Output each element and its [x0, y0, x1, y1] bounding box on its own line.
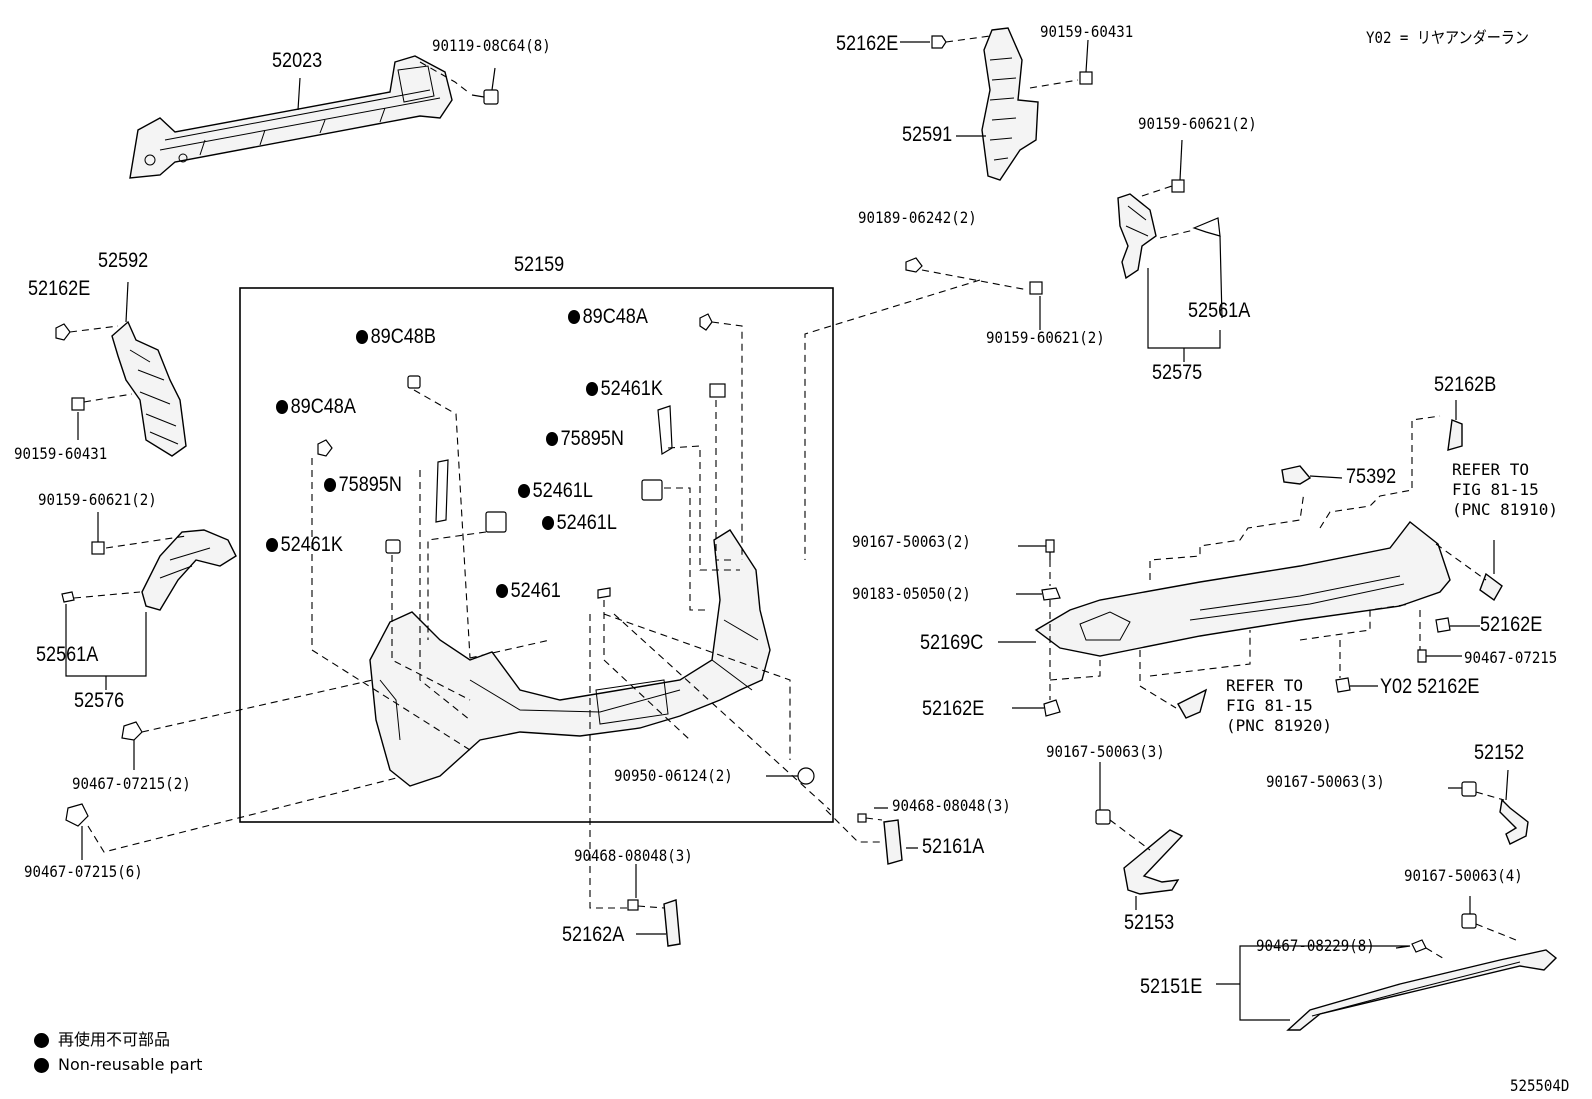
legend-dot-2 — [34, 1058, 49, 1073]
legend-dot-1 — [34, 1033, 49, 1048]
label-52023: 52023 — [272, 49, 323, 72]
label-90159-60621-top-right: 90159-60621(2) — [1138, 114, 1257, 133]
label-52561A-right: 52561A — [1188, 299, 1251, 322]
label-75392: 75392 — [1346, 465, 1397, 488]
label-90119-08C64: 90119-08C64(8) — [432, 36, 551, 55]
legend-non-reusable-jp: 再使用不可部品 — [58, 1030, 171, 1049]
label-90159-60621-left: 90159-60621(2) — [38, 490, 157, 509]
label-90950-06124: 90950-06124(2) — [614, 766, 733, 785]
label-52153: 52153 — [1124, 911, 1175, 934]
bracket-52575 — [1117, 193, 1157, 280]
label-52162E-top: 52162E — [836, 32, 899, 55]
label-52561A-left: 52561A — [36, 643, 99, 666]
label-52461K-left: 52461K — [266, 534, 343, 555]
legend-non-reusable-en: Non-reusable part — [58, 1055, 203, 1074]
label-89C48A-top: 89C48A — [568, 306, 648, 327]
label-52169C: 52169C — [920, 631, 984, 654]
label-90167-50063-3a: 90167-50063(3) — [1046, 742, 1165, 761]
label-90167-50063-4: 90167-50063(4) — [1404, 866, 1523, 885]
label-75895N-left: 75895N — [324, 474, 402, 495]
label-90183-05050: 90183-05050(2) — [852, 584, 971, 603]
label-52162E-right-1: 52162E — [1480, 613, 1543, 636]
bracket-52576 — [141, 529, 237, 611]
rear-bumper-cover — [369, 529, 771, 787]
label-52151E: 52151E — [1140, 975, 1203, 998]
label-52162A: 52162A — [562, 923, 625, 946]
label-90189-06242: 90189-06242(2) — [858, 208, 977, 227]
bracket-52591 — [981, 27, 1039, 181]
refer-to-81920: REFER TO FIG 81-15 (PNC 81920) — [1226, 676, 1332, 735]
label-52161A: 52161A — [922, 835, 985, 858]
label-52159: 52159 — [514, 253, 565, 276]
label-90159-60431-left: 90159-60431 — [14, 444, 108, 463]
rear-under-run-52169C — [1034, 521, 1451, 657]
label-52461L-right: 52461L — [518, 480, 593, 501]
label-89C48A-left: 89C48A — [276, 396, 356, 417]
figure-id: 525504D — [1510, 1076, 1570, 1095]
label-90167-50063-3b: 90167-50063(3) — [1266, 772, 1385, 791]
rear-bumper-reinforcement — [129, 55, 453, 179]
label-52461K-top: 52461K — [586, 378, 663, 399]
bolt-90119 — [471, 89, 499, 105]
label-52461L-middle: 52461L — [542, 512, 617, 533]
label-Y02-52162E: Y02 52162E — [1380, 675, 1480, 698]
label-90468-08048-bottom: 90468-08048(3) — [574, 846, 693, 865]
label-52461: 52461 — [496, 580, 561, 601]
code-legend: Y02 = リヤアンダーラン — [1366, 28, 1529, 47]
label-52162E-left: 52162E — [28, 277, 91, 300]
label-90167-50063-2: 90167-50063(2) — [852, 532, 971, 551]
label-52576: 52576 — [74, 689, 125, 712]
label-90159-60431-top: 90159-60431 — [1040, 22, 1134, 41]
refer-to-81910: REFER TO FIG 81-15 (PNC 81910) — [1452, 460, 1558, 519]
bracket-52592 — [111, 320, 187, 457]
label-90467-07215-6: 90467-07215(6) — [24, 862, 143, 881]
label-52591: 52591 — [902, 123, 953, 146]
label-52162B: 52162B — [1434, 373, 1497, 396]
label-90159-60621-middle: 90159-60621(2) — [986, 328, 1105, 347]
label-90467-07215-2: 90467-07215(2) — [72, 774, 191, 793]
label-89C48B: 89C48B — [356, 326, 436, 347]
bumper-cover-group-box — [239, 287, 834, 823]
label-90467-08229: 90467-08229(8) — [1256, 936, 1375, 955]
label-52592: 52592 — [98, 249, 149, 272]
label-90468-08048-right: 90468-08048(3) — [892, 796, 1011, 815]
label-52152: 52152 — [1474, 741, 1525, 764]
label-90467-07215-right: 90467-07215 — [1464, 648, 1558, 667]
label-52162E-bottom-left: 52162E — [922, 697, 985, 720]
label-75895N-right: 75895N — [546, 428, 624, 449]
label-52575: 52575 — [1152, 361, 1203, 384]
